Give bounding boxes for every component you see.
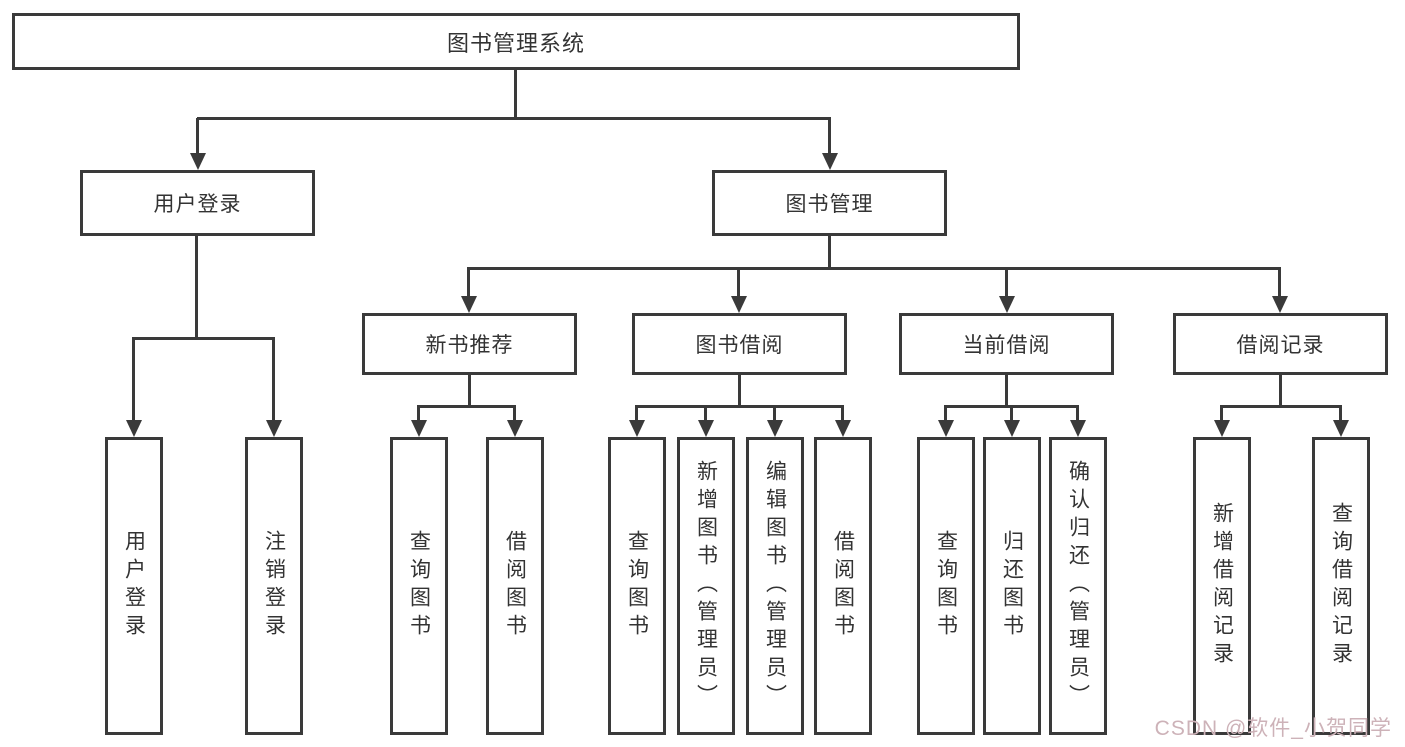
arrowhead xyxy=(266,420,282,437)
edge-leaf-stem xyxy=(635,406,638,422)
node-label: 图书管理系统 xyxy=(446,30,585,56)
node-borrowing-records: 借阅记录 xyxy=(1173,313,1388,375)
leaf-current-return-books: 归还图书 xyxy=(983,437,1041,735)
leaf-newbook-query-books: 查询图书 xyxy=(390,437,448,735)
leaf-current-query-books: 查询图书 xyxy=(917,437,975,735)
leaf-current-confirm-return-admin: 确认归还（管理员） xyxy=(1049,437,1107,735)
node-label: 用户登录 xyxy=(122,530,146,642)
edge-userlogin-stem xyxy=(195,236,198,338)
node-label: 新增借阅记录 xyxy=(1210,502,1234,670)
edge-records-stem xyxy=(1279,375,1282,407)
edge-leaf-stem xyxy=(1339,406,1342,422)
leaf-records-query-record: 查询借阅记录 xyxy=(1312,437,1370,735)
arrowhead xyxy=(822,153,838,170)
edge-root-split xyxy=(197,117,831,120)
leaf-newbook-borrow-books: 借阅图书 xyxy=(486,437,544,735)
node-label: 借阅图书 xyxy=(831,530,855,642)
node-label: 查询图书 xyxy=(934,530,958,642)
leaf-records-add-record: 新增借阅记录 xyxy=(1193,437,1251,735)
arrowhead xyxy=(1004,420,1020,437)
node-label: 新书推荐 xyxy=(425,334,514,357)
arrowhead xyxy=(767,420,783,437)
node-label: 用户登录 xyxy=(153,193,242,216)
arrowhead xyxy=(461,296,477,313)
edge-leaf-stem xyxy=(704,406,707,422)
arrowhead xyxy=(190,153,206,170)
edge-bookmgmt-split xyxy=(467,267,1281,270)
leaf-borrowing-query-books: 查询图书 xyxy=(608,437,666,735)
edge-to-borrow-records xyxy=(1278,268,1281,298)
edge-bookmgmt-stem xyxy=(828,236,831,269)
node-label: 查询借阅记录 xyxy=(1329,502,1353,670)
edge-to-book-mgmt xyxy=(828,118,831,156)
node-new-book-recommend: 新书推荐 xyxy=(362,313,577,375)
node-book-borrowing: 图书借阅 xyxy=(632,313,847,375)
node-label: 注销登录 xyxy=(262,530,286,642)
leaf-borrowing-add-books-admin: 新增图书（管理员） xyxy=(677,437,735,735)
leaf-borrowing-borrow-books: 借阅图书 xyxy=(814,437,872,735)
leaf-borrowing-edit-books-admin: 编辑图书（管理员） xyxy=(746,437,804,735)
node-label: 查询图书 xyxy=(407,530,431,642)
node-label: 归还图书 xyxy=(1000,530,1024,642)
node-label: 新增图书（管理员） xyxy=(694,460,718,712)
node-label: 编辑图书（管理员） xyxy=(763,460,787,712)
edge-currentborrow-stem xyxy=(1005,375,1008,407)
edge-leaf-stem xyxy=(1076,406,1079,422)
edge-leaf-stem xyxy=(1010,406,1013,422)
arrowhead xyxy=(1333,420,1349,437)
node-label: 借阅记录 xyxy=(1236,334,1325,357)
edge-leaf-stem xyxy=(513,406,516,422)
node-book-management: 图书管理 xyxy=(712,170,947,236)
node-label: 图书管理 xyxy=(785,193,874,216)
edge-to-current-borrow xyxy=(1005,268,1008,298)
edge-to-leaf-logout xyxy=(272,338,275,422)
edge-newbook-split xyxy=(417,405,516,408)
arrowhead xyxy=(629,420,645,437)
arrowhead xyxy=(698,420,714,437)
arrowhead xyxy=(1070,420,1086,437)
edge-leaf-stem xyxy=(773,406,776,422)
arrowhead xyxy=(126,420,142,437)
arrowhead xyxy=(938,420,954,437)
edge-to-leaf-user-login xyxy=(132,338,135,422)
edge-newbook-stem xyxy=(468,375,471,407)
arrowhead xyxy=(1272,296,1288,313)
edge-bookborrow-split xyxy=(635,405,844,408)
edge-leaf-stem xyxy=(1220,406,1223,422)
edge-leaf-stem xyxy=(944,406,947,422)
arrowhead xyxy=(999,296,1015,313)
edge-userlogin-split xyxy=(132,337,275,340)
edge-records-split xyxy=(1220,405,1342,408)
edge-to-new-book-rec xyxy=(467,268,470,298)
node-label: 当前借阅 xyxy=(962,334,1051,357)
node-user-login: 用户登录 xyxy=(80,170,315,236)
edge-bookborrow-stem xyxy=(738,375,741,407)
csdn-watermark: CSDN @软件_小贺同学 xyxy=(1154,717,1392,740)
arrowhead xyxy=(1214,420,1230,437)
leaf-logout: 注销登录 xyxy=(245,437,303,735)
node-current-borrowing: 当前借阅 xyxy=(899,313,1114,375)
edge-to-user-login xyxy=(196,118,199,156)
edge-leaf-stem xyxy=(841,406,844,422)
leaf-user-login: 用户登录 xyxy=(105,437,163,735)
node-label: 查询图书 xyxy=(625,530,649,642)
node-label: 图书借阅 xyxy=(695,334,784,357)
arrowhead xyxy=(507,420,523,437)
arrowhead xyxy=(411,420,427,437)
arrowhead xyxy=(731,296,747,313)
edge-root-stem xyxy=(514,70,517,118)
edge-leaf-stem xyxy=(417,406,420,422)
arrowhead xyxy=(835,420,851,437)
node-label: 借阅图书 xyxy=(503,530,527,642)
node-library-system: 图书管理系统 xyxy=(12,13,1020,70)
node-label: 确认归还（管理员） xyxy=(1066,460,1090,712)
edge-to-book-borrow xyxy=(737,268,740,298)
